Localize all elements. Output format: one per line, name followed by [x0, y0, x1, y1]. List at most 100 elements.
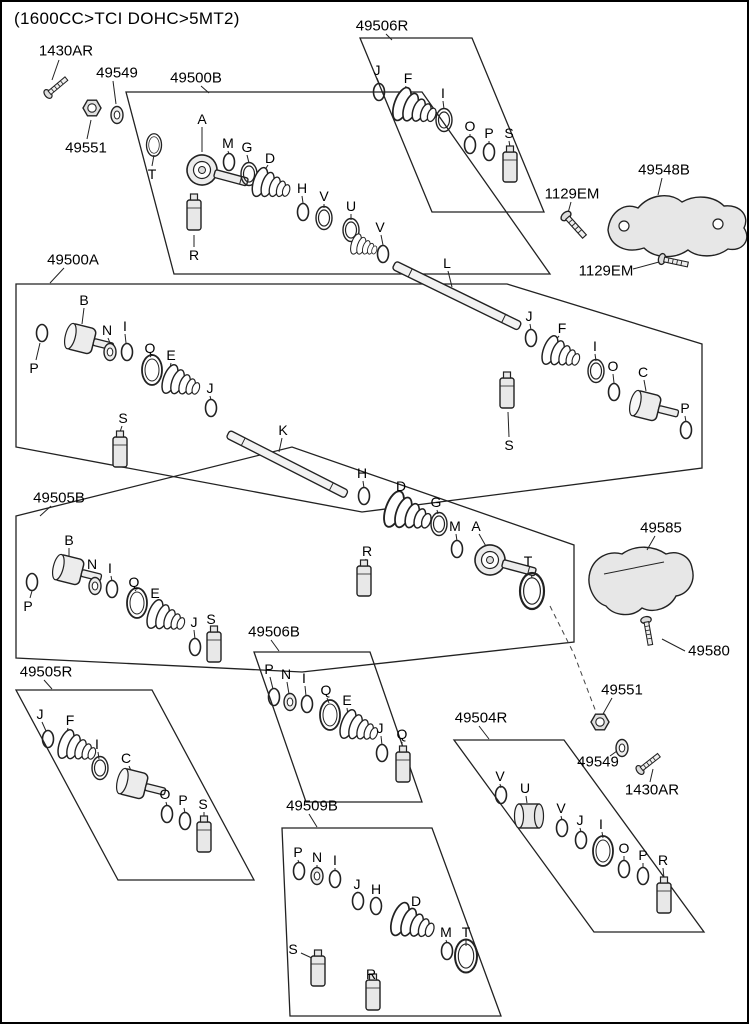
item-letter-P: P — [178, 792, 188, 808]
part-drawing-ring — [296, 202, 310, 222]
part-drawing-ring — [222, 152, 236, 172]
leader-line — [193, 629, 196, 640]
part-drawing-nut — [590, 713, 610, 731]
part-drawing-ring — [357, 486, 371, 506]
part-number-1129EM: 1129EM — [544, 185, 600, 203]
item-letter-Q: Q — [320, 682, 332, 698]
part-drawing-ring — [636, 866, 650, 886]
leader-line — [301, 195, 304, 204]
leader-line — [612, 373, 615, 384]
leader-line — [380, 234, 384, 246]
item-letter-O: O — [607, 358, 619, 374]
bolt-hole — [712, 218, 724, 230]
part-drawing-ring — [328, 869, 342, 889]
item-letter-I: I — [123, 318, 127, 334]
item-letter-T: T — [523, 553, 533, 569]
part-drawing-bigring — [141, 354, 163, 386]
part-drawing-bottle — [395, 745, 411, 783]
item-letter-Q: Q — [128, 574, 140, 590]
part-drawing-clamp — [587, 358, 605, 384]
leader-line — [112, 80, 117, 105]
leader-line — [442, 100, 445, 110]
item-letter-P: P — [484, 125, 494, 141]
bracket-detail-line — [603, 561, 665, 575]
part-drawing-bigring — [518, 571, 546, 611]
part-drawing-ring — [188, 637, 202, 657]
leader-line — [380, 735, 383, 746]
item-letter-K: K — [278, 422, 288, 438]
leader-line — [609, 750, 618, 757]
part-drawing-ring — [524, 328, 538, 348]
leader-line — [649, 768, 654, 783]
item-letter-E: E — [166, 347, 176, 363]
item-letter-J: J — [190, 614, 198, 630]
item-letter-M: M — [449, 518, 461, 534]
part-drawing-clamp — [315, 205, 333, 231]
part-drawing-ring — [375, 743, 389, 763]
leader-line — [308, 813, 318, 828]
group-label-49504R: 49504R — [454, 709, 508, 727]
item-letter-D: D — [395, 478, 407, 494]
part-number-49549: 49549 — [577, 753, 619, 771]
item-letter-T: T — [147, 166, 157, 182]
part-drawing-bigring — [126, 587, 148, 619]
item-letter-M: M — [222, 135, 234, 151]
leader-line — [81, 307, 85, 325]
leader-line — [269, 676, 274, 690]
leader-line — [447, 270, 453, 288]
group-label-49506B: 49506B — [248, 623, 300, 641]
item-letter-J: J — [525, 308, 533, 324]
leader-line — [270, 639, 280, 652]
leader-line — [601, 831, 604, 839]
item-letter-U: U — [345, 198, 357, 214]
leader-line — [661, 638, 686, 652]
item-letter-I: I — [599, 816, 603, 832]
item-letter-J: J — [373, 62, 381, 78]
item-letter-S: S — [118, 410, 128, 426]
part-drawing-ring — [351, 891, 365, 911]
item-letter-J: J — [353, 876, 361, 892]
part-drawing-ring — [494, 785, 508, 805]
part-drawing-clamp — [91, 755, 109, 781]
part-drawing-ring — [204, 398, 218, 418]
leader-line — [278, 437, 283, 453]
group-label-49500B: 49500B — [170, 69, 222, 87]
item-letter-R: R — [361, 543, 373, 559]
item-letter-J: J — [36, 706, 44, 722]
part-drawing-ring — [120, 342, 134, 362]
leader-line — [525, 795, 528, 804]
part-number-1430AR: 1430AR — [624, 781, 680, 799]
leader-line — [49, 267, 65, 284]
part-drawing-boot — [336, 706, 383, 750]
part-drawing-bottle — [186, 193, 202, 231]
item-letter-B: B — [79, 292, 89, 308]
part-drawing-bottle — [206, 625, 222, 663]
part-drawing-washer — [110, 105, 124, 125]
part-number-49551: 49551 — [65, 139, 107, 157]
item-letter-I: I — [333, 852, 337, 868]
part-drawing-ring — [463, 135, 477, 155]
group-label-49509B: 49509B — [286, 797, 338, 815]
group-box-49500B — [125, 91, 552, 275]
item-letter-G: G — [241, 139, 253, 155]
group-boxes — [14, 37, 706, 1017]
item-letter-I: I — [108, 560, 112, 576]
part-drawing-washer — [283, 692, 297, 712]
part-drawing-washer — [103, 342, 117, 362]
part-drawing-boot — [158, 361, 205, 405]
item-letter-A: A — [471, 518, 481, 534]
part-drawing-damper — [513, 803, 545, 829]
part-drawing-ring — [25, 572, 39, 592]
part-drawing-screw — [633, 750, 663, 777]
item-letter-O: O — [464, 118, 476, 134]
group-box-49504R — [452, 739, 706, 933]
item-letter-V: V — [319, 188, 329, 204]
part-drawing-bottle — [112, 430, 128, 468]
item-letter-R: R — [657, 852, 669, 868]
item-letter-N: N — [101, 322, 113, 338]
group-box-49500A — [15, 283, 703, 513]
item-letter-J: J — [576, 812, 584, 828]
group-label-49505B: 49505B — [33, 489, 85, 507]
